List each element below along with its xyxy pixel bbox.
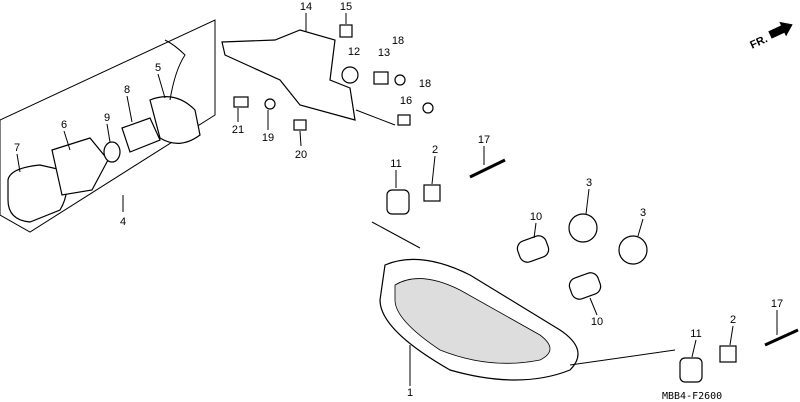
collar	[423, 184, 441, 202]
grommet	[386, 189, 410, 215]
callout-10: 10	[591, 316, 603, 328]
washer	[264, 98, 276, 110]
turn-signal-group-frame	[0, 19, 216, 233]
grommet	[679, 357, 703, 383]
nut	[422, 102, 434, 114]
callout-3: 3	[640, 207, 646, 219]
collar	[341, 66, 359, 84]
collar	[719, 345, 737, 363]
nut	[394, 74, 406, 86]
front-arrow-icon	[768, 21, 793, 39]
front-label: FR.	[748, 33, 769, 51]
callout-11: 11	[690, 328, 701, 340]
bulb	[568, 272, 602, 300]
callout-17: 17	[478, 134, 490, 146]
turn-signal-body	[149, 96, 201, 144]
screw	[233, 96, 249, 108]
callout-1: 1	[407, 387, 413, 399]
callout-2: 2	[730, 314, 736, 326]
callout-16: 16	[400, 95, 412, 107]
bulb-socket	[568, 213, 598, 243]
bulb	[516, 235, 550, 263]
taillight-inner	[394, 278, 551, 364]
callout-labels: 14 15 12 13 18 18 16 5 8 9 6 7 4 21 19 2…	[14, 1, 783, 399]
bulb	[103, 141, 121, 163]
callout-17: 17	[771, 298, 783, 310]
front-direction-indicator: FR.	[748, 21, 793, 52]
callout-14: 14	[300, 1, 312, 13]
callout-12: 12	[348, 46, 360, 58]
lens-housing	[51, 137, 109, 196]
license-bracket	[221, 29, 356, 121]
callout-10: 10	[530, 211, 542, 223]
callout-11: 11	[390, 158, 401, 170]
callout-8: 8	[124, 84, 130, 96]
callout-13: 13	[378, 47, 390, 59]
socket-plate	[121, 117, 161, 153]
wire-harness	[164, 39, 186, 101]
callout-9: 9	[104, 112, 110, 124]
grommet	[339, 24, 353, 38]
bolt	[373, 71, 389, 85]
bolt	[397, 114, 411, 126]
callout-18: 18	[392, 35, 404, 47]
callout-19: 19	[262, 132, 274, 144]
drawing-code: MBB4-F2600	[662, 391, 722, 402]
callout-4: 4	[120, 216, 126, 228]
callout-6: 6	[61, 119, 67, 131]
callout-2: 2	[432, 144, 438, 156]
bulb-socket	[618, 235, 648, 265]
callout-7: 7	[14, 142, 20, 154]
callout-15: 15	[340, 1, 352, 13]
callout-20: 20	[295, 149, 307, 161]
callout-5: 5	[155, 62, 161, 74]
bolt	[293, 119, 307, 131]
callout-3: 3	[586, 177, 592, 189]
callout-21: 21	[232, 124, 244, 136]
callout-18: 18	[419, 78, 431, 90]
